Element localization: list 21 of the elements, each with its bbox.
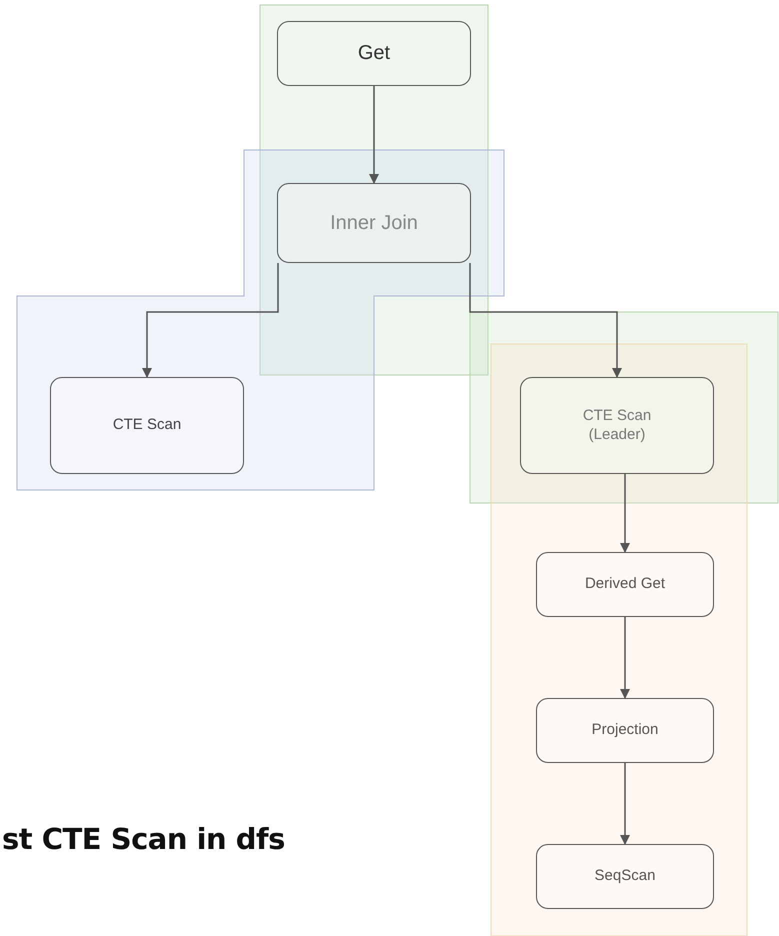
node-label: SeqScan (594, 867, 656, 886)
node-label: Derived Get (584, 575, 666, 594)
node-label: CTE Scan (112, 416, 182, 435)
process-box (520, 377, 714, 474)
arrow (620, 617, 630, 699)
node-label: Projection (592, 721, 658, 740)
arrow (142, 263, 279, 378)
arrow (620, 474, 630, 553)
arrow (620, 763, 630, 845)
node-label: Get (358, 41, 390, 66)
process-box (536, 698, 714, 763)
process-box (50, 377, 244, 474)
node-label: CTE Scan (Leader) (582, 406, 652, 444)
node-label: Inner Join (330, 210, 418, 236)
arrow (369, 86, 379, 184)
process-box (536, 552, 714, 617)
process-box (277, 21, 471, 86)
process-box (536, 844, 714, 909)
note-text: st CTE Scan in dfs (2, 822, 285, 856)
arrow (469, 263, 622, 378)
process-box (277, 183, 471, 263)
